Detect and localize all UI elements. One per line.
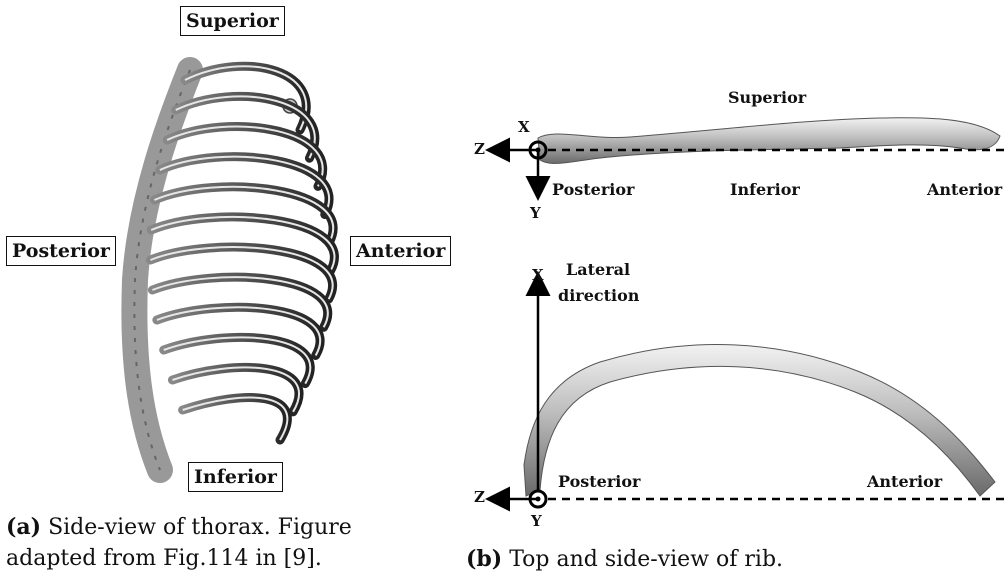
top-label-inferior: Inferior bbox=[730, 180, 800, 199]
caption-b-tag: (b) bbox=[466, 546, 502, 572]
top-label-posterior: Posterior bbox=[552, 180, 634, 199]
top-axis-x: X bbox=[518, 118, 530, 136]
caption-b: (b) Top and side-view of rib. bbox=[466, 544, 783, 575]
caption-a-tag: (a) bbox=[6, 514, 41, 540]
top-label-anterior: Anterior bbox=[927, 180, 1002, 199]
side-label-anterior: Anterior bbox=[867, 472, 942, 491]
label-anterior: Anterior bbox=[350, 236, 451, 266]
caption-a-line2: adapted from Fig.114 in [9]. bbox=[6, 544, 322, 574]
panel-a-thorax: Superior Posterior Anterior Inferior (a)… bbox=[0, 0, 460, 587]
label-superior: Superior bbox=[180, 6, 285, 36]
top-axis-z: Z bbox=[474, 140, 485, 158]
top-axis-y: Y bbox=[530, 204, 541, 222]
caption-a: (a) Side-view of thorax. Figure bbox=[6, 512, 352, 543]
label-inferior: Inferior bbox=[188, 462, 283, 492]
rib-top-view bbox=[538, 118, 1000, 164]
label-posterior: Posterior bbox=[6, 236, 116, 266]
side-axis-y: Y bbox=[531, 512, 542, 530]
top-label-superior: Superior bbox=[728, 88, 806, 107]
rib-12 bbox=[183, 398, 288, 440]
caption-b-text: Top and side-view of rib. bbox=[502, 547, 783, 572]
side-label-direction: direction bbox=[558, 286, 639, 305]
side-label-posterior: Posterior bbox=[558, 472, 640, 491]
side-axis-z: Z bbox=[474, 488, 485, 506]
side-label-lateral: Lateral bbox=[566, 260, 630, 279]
top-x-origin-dot bbox=[536, 148, 541, 153]
side-y-origin-dot bbox=[536, 497, 541, 502]
thorax-illustration bbox=[0, 0, 460, 587]
caption-a-line1: Side-view of thorax. Figure bbox=[41, 515, 352, 540]
side-axis-x: X bbox=[532, 266, 544, 284]
panel-b-rib: Superior X Z Y Posterior Inferior Anteri… bbox=[460, 0, 1006, 587]
